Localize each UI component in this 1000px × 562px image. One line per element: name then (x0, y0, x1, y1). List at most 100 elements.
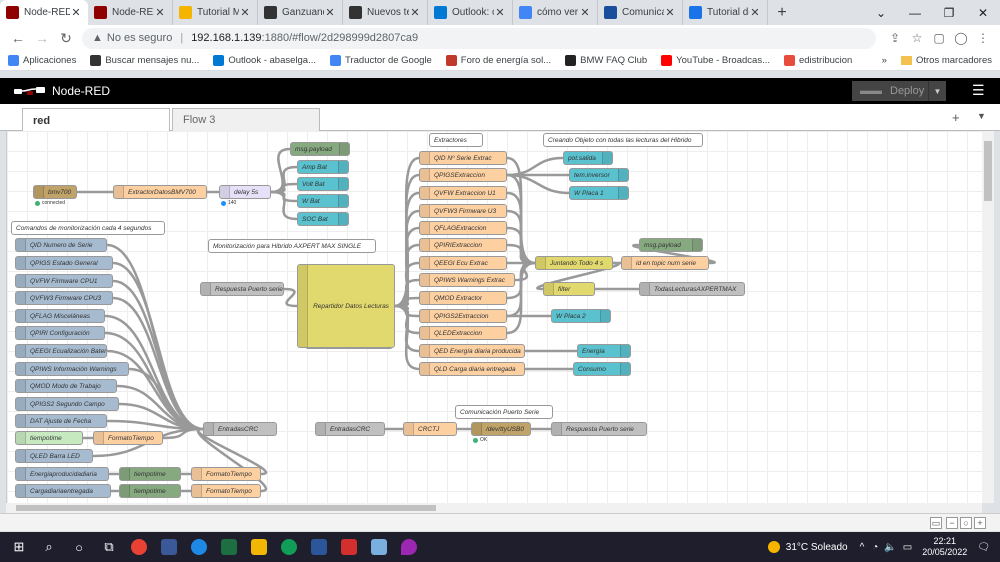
node-volt-bat[interactable]: Volt Bat (297, 177, 349, 191)
node-formatotiempo[interactable]: FormatoTiempo (191, 484, 261, 498)
node-qeegi-ecualizaci-n-bater-a[interactable]: QEEGI Ecualización Batería (15, 344, 107, 358)
node-qpigs-estado-general[interactable]: QPIGS Estado General (15, 256, 113, 270)
node-comunicaci-n-puerto-serie[interactable]: Comunicación Puerto Serie (455, 405, 553, 419)
close-tab-icon[interactable]: ✕ (410, 7, 420, 19)
node-qvfw3-firmware-u3[interactable]: QVFW3 Firmware U3 (419, 204, 507, 218)
sidepanel-icon[interactable]: ▢ (933, 31, 945, 45)
bookmark-buscar-mensajes-nu[interactable]: Buscar mensajes nu... (90, 55, 199, 66)
browser-tab-3[interactable]: Ganzuand✕ (258, 0, 343, 25)
node-extractordatosbmv700[interactable]: ExtractorDatosBMV700 (113, 185, 207, 199)
node-qvfw-firmware-cpu1[interactable]: QVFW Firmware CPU1 (15, 274, 113, 288)
bookmarks-more-icon[interactable]: » (881, 55, 887, 66)
wire[interactable] (270, 190, 298, 221)
node-amp-bat[interactable]: Amp Bat (297, 160, 349, 174)
node-msg-payload[interactable]: msg.payload (290, 142, 350, 156)
weather-label[interactable]: 31°C Soleado (785, 541, 848, 553)
node-respuesta-puerto-serie[interactable]: Respuesta Puerto serie (551, 422, 647, 436)
node-qed-energ-a-diaria-producida[interactable]: QED Energía diaria producida (419, 344, 525, 358)
back-icon[interactable]: ← (11, 30, 25, 46)
wire[interactable] (506, 261, 536, 335)
node-respuesta-puerto-serie[interactable]: Respuesta Puerto serie (200, 282, 284, 296)
node-monitorizaci-n-para-hibrido-axpert-max-single[interactable]: Monitorización para Hibrido AXPERT MAX S… (208, 239, 376, 253)
volume-icon[interactable]: 🔈 (884, 541, 897, 553)
node-creando-objeto-con-todas-las-lecturas-del-hibrido[interactable]: Creando Objeto con todas las lecturas de… (543, 133, 703, 147)
add-flow-icon[interactable]: + (952, 110, 960, 125)
notifications-icon[interactable]: 🗨 (977, 541, 990, 553)
node-qpiws-informaci-n-warnings[interactable]: QPIWS Información Warnings (15, 362, 129, 376)
wire[interactable] (270, 182, 298, 194)
bookmark-youtube-broadcas[interactable]: YouTube - Broadcas... (661, 55, 770, 66)
pdf-icon[interactable] (334, 532, 364, 562)
wire[interactable] (394, 296, 420, 308)
node-qpiriextraccion[interactable]: QPIRIExtraccion (419, 238, 507, 252)
zoom-out-icon[interactable]: − (946, 517, 958, 529)
node-qid-numero-de-serie[interactable]: QID Numero de Serie (15, 238, 107, 252)
node-qpiws-warnings-extrac[interactable]: QPIWS Warnings Extrac (419, 273, 515, 287)
node-qmod-extractor[interactable]: QMOD Extractor (419, 291, 507, 305)
notes-icon[interactable] (364, 532, 394, 562)
node-delay-5s[interactable]: delay 5s (219, 185, 271, 199)
node-tiempotime[interactable]: tiempotime (15, 431, 83, 445)
close-window-icon[interactable]: ✕ (977, 5, 989, 20)
node-energ-a[interactable]: Energía (577, 344, 631, 358)
bookmark-edistribucion[interactable]: edistribucion (783, 55, 852, 66)
wire[interactable] (506, 243, 536, 265)
node-qpigs2extraccion[interactable]: QPIGS2Extraccion (419, 309, 507, 323)
wire[interactable] (632, 243, 716, 265)
node-qid-n-serie-extrac[interactable]: QID Nº Serie Extrac (419, 151, 507, 165)
node-qmod-modo-de-trabajo[interactable]: QMOD Modo de Trabajo (15, 379, 117, 393)
browser-tab-1[interactable]: Node-RED✕ (88, 0, 173, 25)
bookmark-foro-de-energ-a-sol[interactable]: Foro de energía sol... (445, 55, 551, 66)
node-qled-barra-led[interactable]: QLED Barra LED (15, 449, 93, 463)
minimize-icon[interactable]: — (909, 5, 921, 20)
deploy-dropdown-icon[interactable]: ▼ (928, 81, 946, 101)
wire[interactable] (112, 296, 204, 431)
forward-icon[interactable]: → (35, 30, 49, 46)
node-formatotiempo[interactable]: FormatoTiempo (93, 431, 163, 445)
reload-icon[interactable]: ↻ (60, 29, 72, 46)
node-comandos-de-monitorizaci-n-cada-4-segundos[interactable]: Comandos de monitorización cada 4 segund… (11, 221, 165, 235)
close-tab-icon[interactable]: ✕ (495, 7, 505, 19)
node-tiempotime[interactable]: tiempotime (119, 484, 181, 498)
excel-icon[interactable] (214, 532, 244, 562)
node-juntando-todo-4-s[interactable]: Juntando Todo 4 s (535, 256, 613, 270)
node-tem-inversor[interactable]: tem.inversor (569, 168, 629, 182)
nodered-menu-icon[interactable]: ☰ (972, 82, 985, 98)
switch-node-repartidor[interactable]: Repartidor Datos Lecturas (297, 264, 395, 348)
word-icon[interactable] (304, 532, 334, 562)
clock[interactable]: 22:21 20/05/2022 (922, 536, 967, 558)
node-extractores[interactable]: Extractores (429, 133, 483, 147)
node-id-en-topic-num-serie[interactable]: id en topic num serie (621, 256, 709, 270)
node-energiaproducidadiaria[interactable]: Energiaproducidadiaria (15, 467, 109, 481)
bookmark-bmw-faq-club[interactable]: BMW FAQ Club (565, 55, 647, 66)
close-tab-icon[interactable]: ✕ (750, 7, 760, 19)
node-entradascrc[interactable]: EntradasCRC (203, 422, 277, 436)
node-qpigsextraccion[interactable]: QPIGSExtraccion (419, 168, 507, 182)
node-cargadiariaentregada[interactable]: Cargadiariaentregada (15, 484, 111, 498)
node-filter[interactable]: filter (543, 282, 595, 296)
keyboard-icon[interactable]: ▭ (902, 541, 913, 553)
task-view-icon[interactable]: ⧉ (104, 539, 114, 554)
horizontal-scrollbar[interactable] (6, 503, 982, 513)
drop-icon[interactable] (394, 532, 424, 562)
close-tab-icon[interactable]: ✕ (240, 7, 250, 19)
close-tab-icon[interactable]: ✕ (325, 7, 335, 19)
browser-menu-icon[interactable]: ⋮ (977, 31, 989, 45)
node-qflag-miscel-neas[interactable]: QFLAG Misceláneas (15, 309, 105, 323)
node-dat-ajuste-de-fecha[interactable]: DAT Ajuste de Fecha (15, 414, 107, 428)
navigator-icon[interactable]: ▭ (930, 517, 942, 529)
vertical-scrollbar[interactable] (982, 131, 994, 503)
node-qpigs2-segundo-campo[interactable]: QPIGS2 Segundo Campo (15, 397, 119, 411)
node-todaslecturasaxpertmax[interactable]: TodasLecturasAXPERTMAX (639, 282, 745, 296)
node-qflagextraccion[interactable]: QFLAGExtraccion (419, 221, 507, 235)
node-qld-carga-diaria-entregada[interactable]: QLD Carga diaria entregada (419, 362, 525, 376)
cortana-icon[interactable]: ○ (75, 539, 83, 555)
wire[interactable] (394, 304, 420, 371)
search-icon[interactable]: ⌕ (45, 539, 53, 554)
maximize-icon[interactable]: ❐ (943, 5, 955, 20)
calculator-icon[interactable] (154, 532, 184, 562)
zoom-in-icon[interactable]: + (974, 517, 986, 529)
node-qpiri-configuraci-n[interactable]: QPIRI Configuración (15, 326, 105, 340)
wire[interactable] (197, 427, 267, 493)
